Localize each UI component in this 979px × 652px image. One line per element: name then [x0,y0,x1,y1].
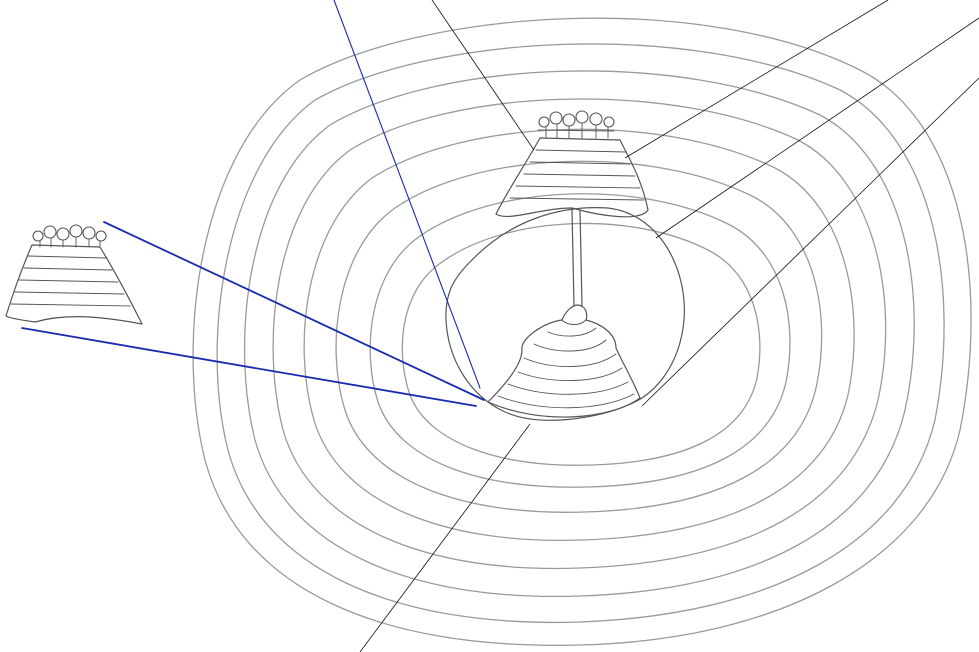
mound-step-2 [508,382,628,394]
ring-inner-3 [336,161,822,512]
mound-step-1 [498,394,634,408]
upper-stripe-5 [510,198,644,200]
central-mound [488,210,640,417]
upper-stripe-4 [516,186,640,188]
left-platform [6,225,142,324]
leader-line-4 [642,78,979,406]
left-stripe-1 [28,256,106,258]
ring-outer-2 [273,99,886,568]
mound-step-5 [534,340,606,351]
leader-line-2 [625,0,888,158]
upper-stripe-1 [536,150,626,152]
left-stripe-2 [24,268,112,270]
sight-line-bottom [22,328,476,406]
sight-lines [22,0,484,406]
crowd-figures-icon [538,111,614,138]
mound-step-3 [518,368,622,381]
left-stripe-4 [15,292,124,294]
leader-line-1 [432,0,534,150]
crowd-figures-icon [33,225,106,247]
left-stripe-5 [11,304,130,306]
left-stripe-3 [19,280,118,282]
sight-line-vertical [334,0,480,388]
upper-stripe-3 [524,174,635,176]
mound-shaft [572,210,582,306]
mound-step-6 [548,328,596,336]
mound-step-4 [524,354,616,367]
mound-cap [562,320,586,325]
upper-platform [496,111,648,217]
upper-platform-outline [496,138,648,217]
